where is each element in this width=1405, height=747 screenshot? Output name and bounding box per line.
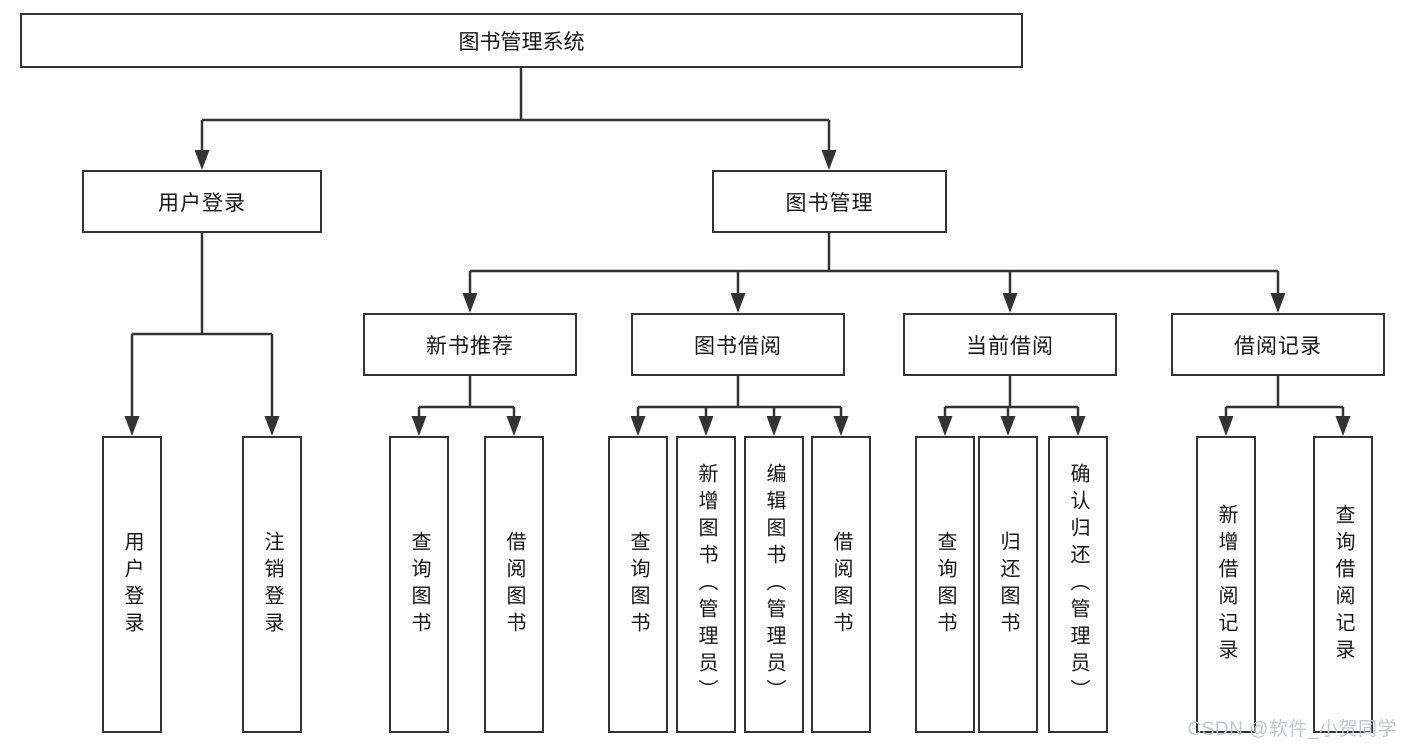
- leaf-edit-books-admin: 编辑图书（管理员）: [744, 436, 804, 733]
- node-label: 图书管理: [785, 191, 874, 215]
- node-book-borrowing: 图书借阅: [631, 313, 845, 376]
- leaf-label: 编辑图书（管理员）: [763, 463, 785, 706]
- leaf-add-borrow-record: 新增借阅记录: [1196, 436, 1256, 733]
- leaf-logout: 注销登录: [242, 436, 302, 733]
- node-borrowing-records: 借阅记录: [1171, 313, 1385, 376]
- node-label: 用户登录: [158, 191, 246, 215]
- leaf-user-login: 用户登录: [102, 436, 162, 733]
- leaf-confirm-return-admin: 确认归还（管理员）: [1048, 436, 1108, 733]
- node-label: 借阅记录: [1234, 334, 1322, 358]
- leaf-label: 借阅图书: [503, 530, 525, 639]
- node-library-management-system: 图书管理系统: [20, 13, 1023, 68]
- leaf-label: 查询图书: [627, 530, 649, 639]
- leaf-borrow-books: 借阅图书: [484, 436, 544, 733]
- leaf-label: 注销登录: [261, 530, 283, 639]
- leaf-label: 查询图书: [934, 530, 956, 639]
- leaf-label: 借阅图书: [830, 530, 852, 639]
- leaf-label: 用户登录: [121, 530, 143, 639]
- leaf-label: 新增图书（管理员）: [695, 463, 717, 706]
- leaf-add-books-admin: 新增图书（管理员）: [676, 436, 736, 733]
- node-current-borrowing: 当前借阅: [903, 313, 1117, 376]
- leaf-return-books: 归还图书: [978, 436, 1038, 733]
- leaf-label: 查询借阅记录: [1332, 503, 1354, 666]
- node-label: 图书管理系统: [458, 30, 585, 54]
- node-label: 图书借阅: [694, 334, 782, 358]
- watermark: CSDN @软件_小贺同学: [1187, 719, 1397, 740]
- leaf-label: 新增借阅记录: [1215, 503, 1237, 666]
- leaf-query-books: 查询图书: [608, 436, 668, 733]
- leaf-query-books: 查询图书: [915, 436, 975, 733]
- node-label: 新书推荐: [426, 334, 514, 358]
- leaf-query-borrow-record: 查询借阅记录: [1313, 436, 1373, 733]
- node-new-book-recommendation: 新书推荐: [363, 313, 577, 376]
- node-label: 当前借阅: [966, 334, 1054, 358]
- node-book-management: 图书管理: [712, 170, 947, 233]
- leaf-label: 归还图书: [997, 530, 1019, 639]
- leaf-query-books: 查询图书: [389, 436, 449, 733]
- leaf-label: 确认归还（管理员）: [1067, 463, 1089, 706]
- leaf-borrow-books: 借阅图书: [811, 436, 871, 733]
- node-user-login: 用户登录: [82, 170, 322, 233]
- leaf-label: 查询图书: [408, 530, 430, 639]
